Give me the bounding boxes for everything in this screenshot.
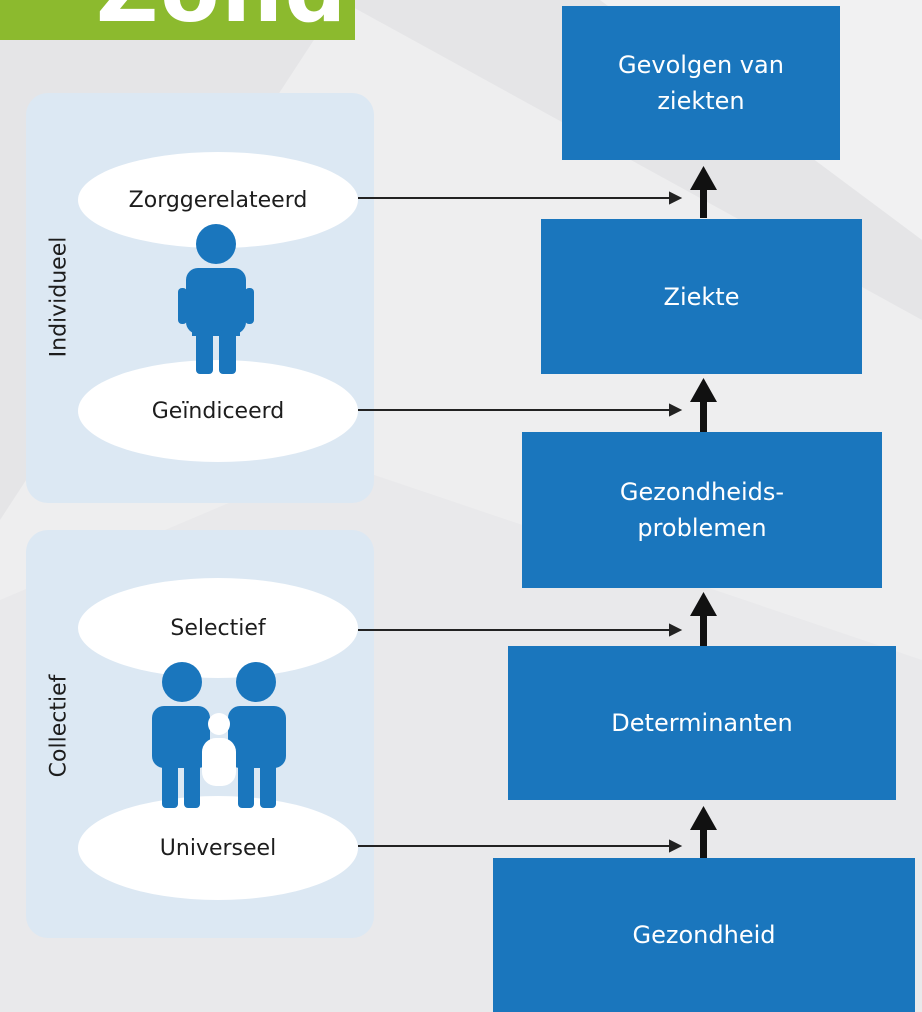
consequences-label: Gevolgen van ziekten (618, 51, 784, 115)
header-banner: Zondheid... (0, 0, 355, 40)
box-health: Gezondheid (493, 858, 915, 1012)
ellipse-indicated: Geïndiceerd (78, 360, 358, 462)
universal-label: Universeel (159, 835, 277, 861)
health-label: Gezondheid (632, 921, 776, 949)
ellipse-universal: Universeel (78, 796, 358, 900)
disease-label: Ziekte (663, 282, 740, 311)
indicated-label: Geïndiceerd (151, 398, 285, 424)
upward-arrows (690, 166, 717, 858)
connector-arrows (358, 191, 683, 853)
health-problems-label: Gezondheids- problemen (619, 478, 785, 542)
box-consequences: Gevolgen van ziekten (562, 6, 840, 160)
selective-label: Selectief (170, 615, 266, 641)
determinants-label: Determinanten (611, 709, 793, 737)
box-disease: Ziekte (541, 219, 862, 374)
care-related-label: Zorggerelateerd (128, 187, 308, 213)
ellipse-selective: Selectief (78, 578, 358, 678)
box-health-problems: Gezondheids- problemen (522, 432, 882, 588)
box-determinants: Determinanten (508, 646, 896, 800)
family-icon (152, 662, 286, 808)
person-icon (178, 224, 254, 374)
page-title: Zondheid... (96, 0, 355, 40)
